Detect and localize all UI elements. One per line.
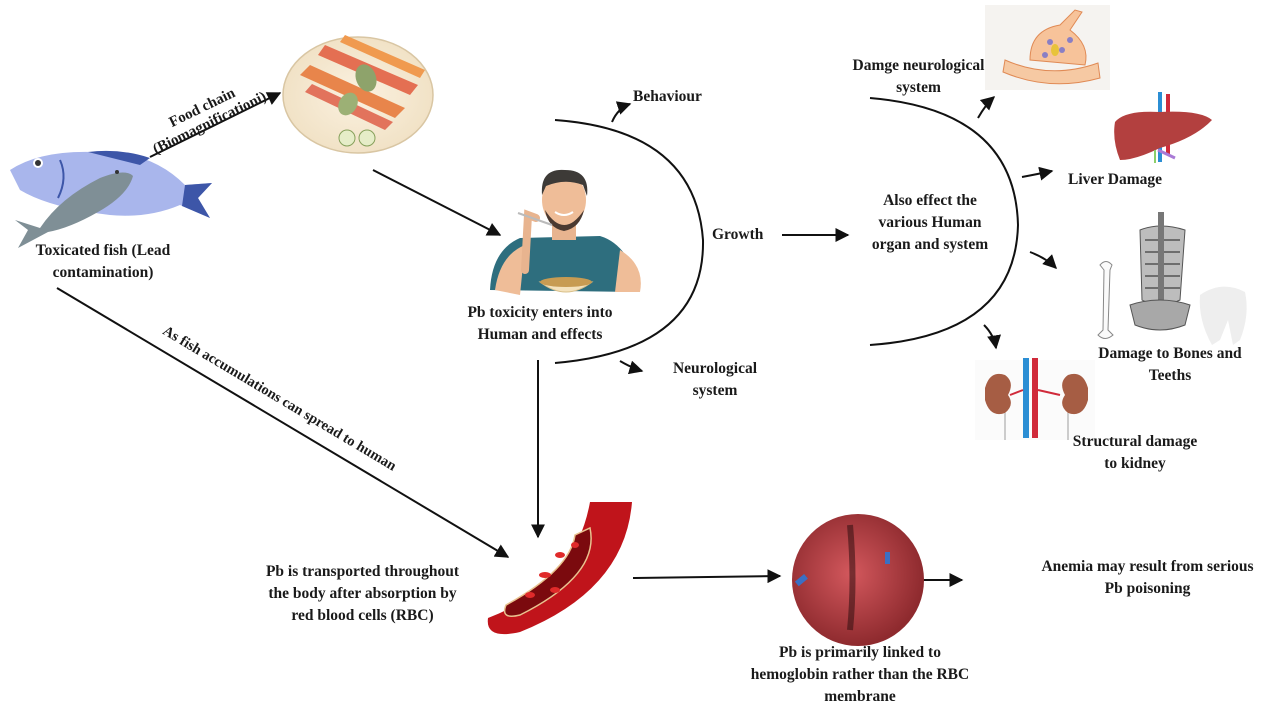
organs-label-line: Also effect the	[883, 192, 977, 209]
kidney-label-line: Structural damage	[1072, 433, 1198, 450]
kidney-icon	[975, 358, 1095, 440]
fish-label-line: Toxicated fish (Lead	[35, 242, 171, 259]
kidney-label-line: to kidney	[1104, 455, 1166, 472]
human-label-line: Human and effects	[477, 326, 603, 343]
fish-label-line: contamination)	[52, 264, 154, 281]
fish-icon	[10, 150, 212, 248]
arrow-plate-to-human	[372, 169, 502, 236]
liver-label: Liver Damage	[1068, 171, 1162, 188]
rbc-label-line: the body after absorption by	[268, 585, 457, 602]
organs-label-line: organ and system	[871, 236, 989, 253]
arrow-fish-to-rbc	[56, 287, 510, 558]
human-label: Pb toxicity enters into Human and effect…	[440, 302, 640, 346]
arrow-rbc-to-hemoglobin	[632, 569, 782, 584]
human-effects-arc	[554, 119, 705, 364]
organs-label-line: various Human	[878, 214, 982, 231]
neuro-damage-line: system	[896, 79, 941, 96]
rbc-label-line: Pb is transported throughout	[265, 563, 460, 580]
neurological-label-line: Neurological	[672, 360, 758, 377]
bones-label-line: Teeths	[1148, 367, 1192, 384]
hemoglobin-label: Pb is primarily linked to hemoglobin rat…	[745, 642, 975, 708]
cooked-fish-plate-icon	[282, 35, 434, 154]
arrow-fish-to-plate	[149, 92, 282, 158]
neurological-label: Neurological system	[650, 358, 780, 402]
rbc-label: Pb is transported throughout the body af…	[250, 561, 475, 627]
neuro-damage-line: Damge neurological	[852, 57, 985, 74]
blood-vessel-icon	[487, 502, 632, 635]
behaviour-label: Behaviour	[633, 88, 702, 105]
skeleton-bone-tooth-icon	[1097, 212, 1247, 345]
human-label-line: Pb toxicity enters into	[467, 304, 613, 321]
neuro-damage-label: Damge neurological system	[836, 55, 1001, 99]
hemoglobin-label-line: hemoglobin rather than the RBC	[750, 666, 970, 683]
arrow-liver	[1021, 166, 1054, 181]
liver-icon	[1114, 92, 1212, 163]
hemoglobin-label-line: membrane	[824, 688, 896, 705]
arrow-neurological	[619, 360, 644, 375]
bones-label-line: Damage to Bones and	[1098, 345, 1242, 362]
anemia-label-line: Anemia may result from serious	[1041, 558, 1254, 575]
anemia-label: Anemia may result from serious Pb poison…	[1020, 556, 1275, 600]
neuron-synapse-icon	[985, 5, 1110, 90]
man-eating-icon	[490, 169, 641, 295]
fish-label: Toxicated fish (Lead contamination)	[8, 240, 198, 284]
bones-label: Damage to Bones and Teeths	[1080, 343, 1260, 387]
hemoglobin-label-line: Pb is primarily linked to	[779, 644, 941, 661]
neurological-label-line: system	[692, 382, 738, 399]
organs-label: Also effect the various Human organ and …	[850, 190, 1010, 256]
anemia-label-line: Pb poisoning	[1104, 580, 1191, 597]
arrow-kidney	[983, 324, 1001, 350]
arrow-behaviour	[611, 101, 632, 123]
arrow-bones	[1029, 251, 1057, 269]
growth-label: Growth	[712, 226, 764, 243]
arrow-neuro-damage	[977, 96, 996, 119]
hemoglobin-molecule-icon	[792, 514, 924, 646]
rbc-label-line: red blood cells (RBC)	[291, 607, 434, 624]
organ-effects-arc	[869, 97, 1020, 346]
kidney-label: Structural damage to kidney	[1060, 431, 1210, 475]
